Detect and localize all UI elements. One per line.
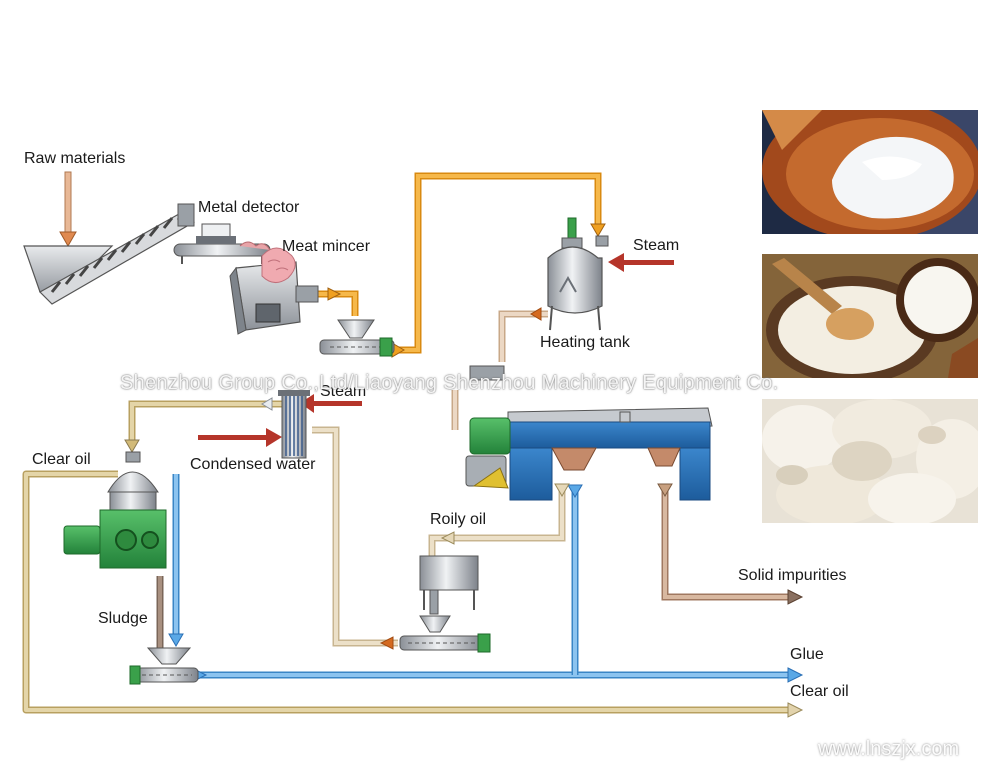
coconut-cream-photo [762, 254, 978, 378]
fat-spoon-photo [762, 110, 978, 234]
heating-tank [547, 217, 609, 331]
decanter-centrifuge [465, 365, 713, 501]
solid-impurities-label: Solid impurities [738, 567, 847, 584]
condensed-water-arrow [198, 428, 282, 447]
clear-oil-outlet-arrow [787, 702, 804, 718]
solids-outlet-arrow [787, 589, 804, 605]
glue-label: Glue [790, 646, 824, 663]
steam-tank-arrow [608, 253, 674, 272]
separator-inlet-arrow [124, 439, 140, 453]
metal-detector [173, 223, 271, 264]
metal-detector-label: Metal detector [198, 199, 300, 216]
tank-outlet-arrow [530, 307, 542, 321]
heating-tank-label: Heating tank [540, 334, 630, 351]
glue-arrow-down [168, 633, 184, 647]
decanter-roily-arrow [554, 483, 570, 497]
roily-oil-tank [419, 555, 479, 615]
glue-pipe [172, 474, 795, 679]
steam-exchanger-label: Steam [320, 383, 367, 400]
decanter-solids-arrow [657, 483, 673, 497]
roily-oil-pump [399, 615, 491, 653]
meat-mincer-label: Meat mincer [282, 238, 371, 255]
feed-to-separator-pipe [128, 400, 290, 444]
steam-tank-label: Steam [633, 237, 680, 254]
pump-inlet-arrow [379, 636, 394, 650]
lard-photo [762, 399, 978, 523]
roily-oil-return-pipe [312, 426, 398, 647]
decanter-glue-arrow [567, 484, 583, 498]
clear-oil-left-label: Clear oil [32, 451, 91, 468]
condensed-water-label: Condensed water [190, 456, 316, 473]
website-watermark: www.lnszjx.com [818, 738, 960, 760]
roily-oil-pipe [428, 488, 566, 556]
roily-oil-label: Roily oil [430, 511, 487, 528]
raw-materials-arrow [59, 171, 77, 248]
sludge-label: Sludge [98, 610, 148, 627]
clear-oil-right-label: Clear oil [790, 683, 849, 700]
heat-exchanger [278, 390, 310, 459]
mincer-outlet-arrow [327, 287, 342, 301]
exchanger-arrow [261, 397, 273, 411]
clear-oil-return-pipe [22, 470, 795, 714]
solid-impurities-pipe [661, 486, 795, 601]
screw-conveyor [23, 203, 195, 305]
glue-outlet-arrow [787, 667, 804, 683]
watermark: Shenzhou Group Co.,Ltd/Liaoyang Shenzhou… [120, 372, 779, 394]
tank-inlet-arrow [590, 223, 606, 237]
disc-separator [63, 451, 167, 569]
steam-exchanger-arrow [300, 394, 362, 413]
meat-mincer [229, 247, 319, 335]
mince-pump [319, 319, 395, 357]
raw-materials-label: Raw materials [24, 150, 126, 167]
sludge-pump [129, 647, 199, 685]
roily-oil-arrow [440, 531, 455, 545]
